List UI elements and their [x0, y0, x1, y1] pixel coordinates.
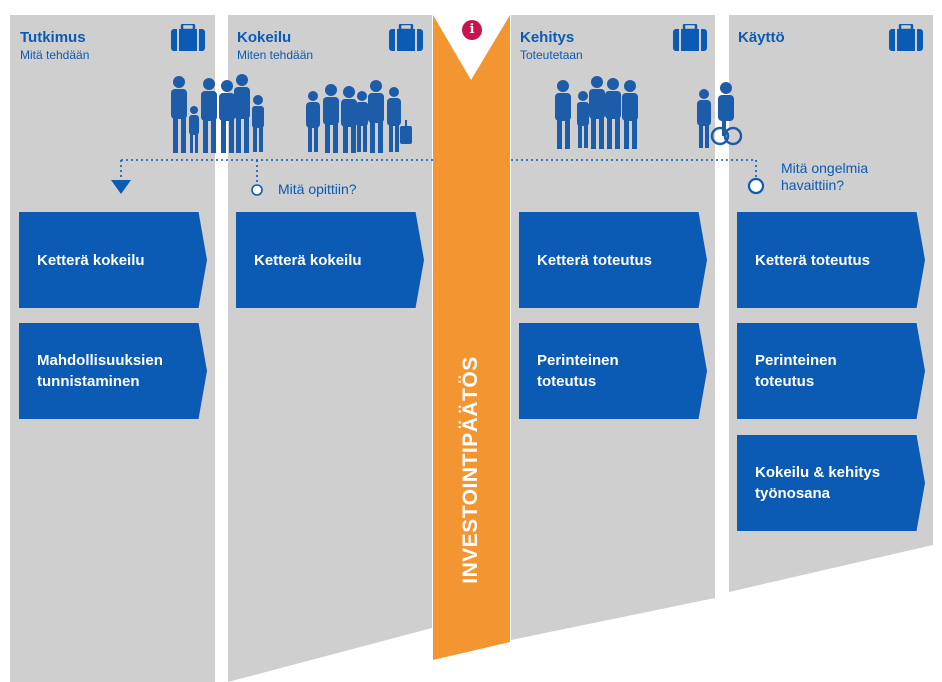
column-subtitle-kehitys: Toteutetaan [520, 48, 583, 62]
box-kehitys-kettera-toteutus: Ketterä toteutus [519, 212, 707, 308]
decision-label: INVESTOINTIPÄÄTÖS [459, 356, 482, 584]
box-kokeilu-kettera-kokeilu: Ketterä kokeilu [236, 212, 424, 308]
decision-notch [433, 15, 510, 80]
column-title-kaytto: Käyttö [738, 29, 785, 46]
info-icon[interactable]: i [462, 20, 482, 40]
people-group-kaytto-icon [697, 82, 743, 148]
panel-kokeilu [228, 15, 432, 682]
box-kaytto-kokeilu-kehitys: Kokeilu & kehitys työnosana [737, 435, 925, 531]
connector-arrow-icon [111, 180, 131, 194]
column-title-kehitys: Kehitys [520, 29, 575, 46]
column-subtitle-tutkimus: Mitä tehdään [20, 48, 90, 62]
box-kaytto-kettera-toteutus: Ketterä toteutus [737, 212, 925, 308]
briefcase-icon [171, 24, 205, 51]
note-problems: Mitä ongelmia havaittiin? [781, 160, 869, 193]
people-group-tutkimus-icon [171, 74, 264, 153]
learned-marker-icon [251, 184, 263, 196]
decision-bar [433, 15, 510, 660]
problems-marker-icon [747, 177, 765, 195]
box-tutkimus-mahdollisuuksien: Mahdollisuuksien tunnistaminen [19, 323, 207, 419]
note-learned: Mitä opittiin? [278, 181, 357, 197]
column-subtitle-kokeilu: Miten tehdään [237, 48, 314, 62]
briefcase-icon [673, 24, 707, 51]
briefcase-icon [889, 24, 923, 51]
people-group-kehitys-icon [555, 76, 638, 149]
connector-lines [120, 159, 757, 184]
column-title-tutkimus: Tutkimus [20, 29, 86, 46]
box-kehitys-perinteinen-toteutus: Perinteinen toteutus [519, 323, 707, 419]
box-tutkimus-kettera-kokeilu: Ketterä kokeilu [19, 212, 207, 308]
box-kaytto-perinteinen-toteutus: Perinteinen toteutus [737, 323, 925, 419]
briefcase-icon [389, 24, 423, 51]
column-title-kokeilu: Kokeilu [237, 29, 292, 46]
people-group-kokeilu-icon [306, 80, 412, 153]
